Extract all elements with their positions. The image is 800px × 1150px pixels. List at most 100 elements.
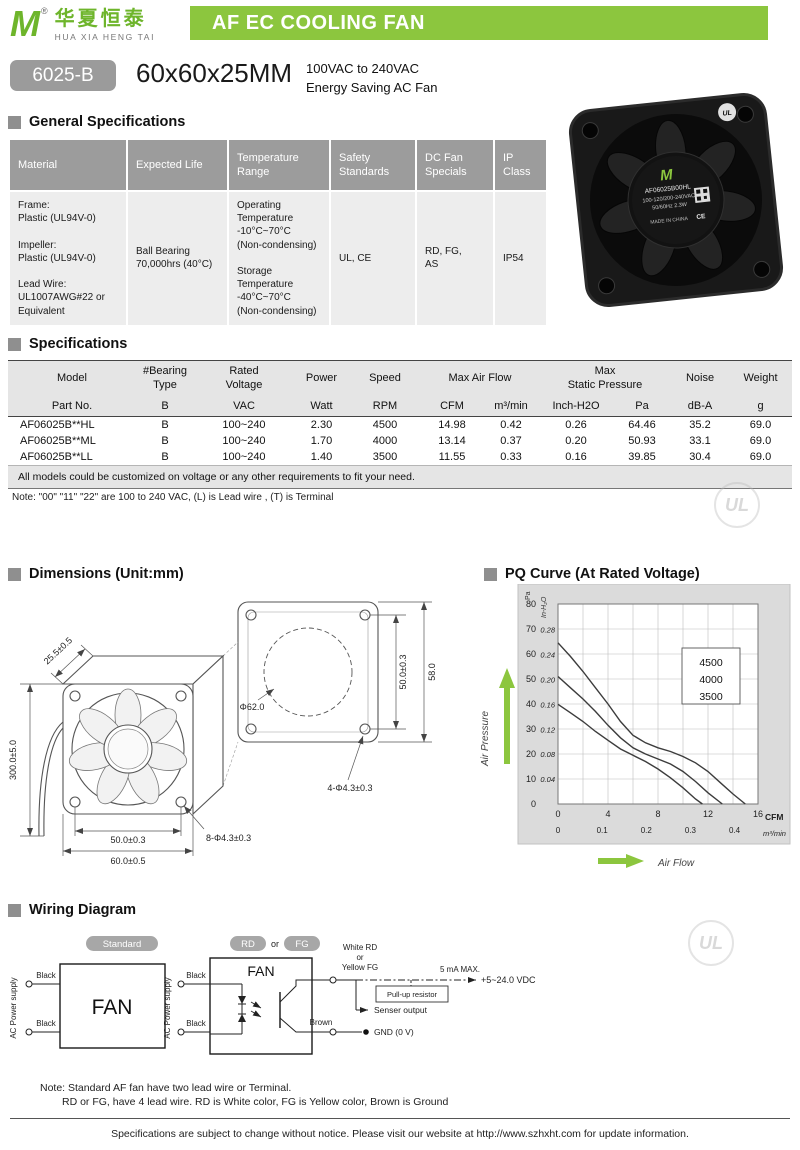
brand-chinese: 华夏恒泰 bbox=[54, 8, 147, 30]
section-marker-icon bbox=[8, 903, 21, 917]
u-dba: dB-A bbox=[671, 396, 729, 418]
spec-cell: 0.42 bbox=[500, 419, 522, 432]
u-vac: VAC bbox=[194, 396, 294, 418]
dim-hole-pitch: 50.0±0.3 bbox=[111, 835, 146, 845]
fan-product-photo: UL M AF06025B00HL 100-120/200-240VAC 50/… bbox=[568, 92, 784, 308]
spec-cell: 4500 bbox=[372, 419, 398, 432]
legend-label: 3500 bbox=[699, 691, 723, 703]
section-title-text: Wiring Diagram bbox=[29, 902, 137, 918]
white-rd-label: White RD bbox=[343, 943, 377, 952]
black-wire-label: Black bbox=[186, 1019, 207, 1028]
wiring-note-1: Note: Standard AF fan have two lead wire… bbox=[40, 1082, 292, 1094]
y-tick-pa: 40 bbox=[526, 699, 536, 709]
dimensions-drawing: 300.0±5.0 25.5±0.5 50.0±0.3 60.0±0.5 8-Φ… bbox=[8, 601, 437, 866]
flange-plate bbox=[237, 601, 379, 743]
rd-badge bbox=[230, 936, 266, 951]
col-ip-class: IP Class bbox=[493, 138, 548, 192]
wiring-diagram-title: Wiring Diagram bbox=[8, 902, 136, 918]
spec-cell: 2.30 bbox=[310, 419, 333, 432]
x-tick-m3min: 0.1 bbox=[597, 826, 609, 835]
spec-cell: 4000 bbox=[372, 435, 398, 448]
type-line: Energy Saving AC Fan bbox=[306, 79, 438, 95]
air-pressure-arrow-icon bbox=[499, 668, 515, 764]
black-wire-label: Black bbox=[36, 971, 57, 980]
y-tick-pa: 60 bbox=[526, 649, 536, 659]
specifications-table: Model #Bearing Type Rated Voltage Power … bbox=[8, 360, 792, 490]
spec-cell: AF06025B**ML bbox=[20, 435, 96, 448]
x-tick-m3min: 0.4 bbox=[729, 826, 741, 835]
col-dc-fan-specials: DC Fan Specials bbox=[415, 138, 495, 192]
registered-mark: ® bbox=[41, 6, 48, 16]
label-made-in: MADE IN CHINA bbox=[650, 216, 689, 226]
legend-label: 4500 bbox=[699, 657, 723, 669]
spec-cell: 39.85 bbox=[628, 451, 656, 464]
ul-watermark-text: UL bbox=[699, 932, 723, 953]
fan-label: M AF06025B00HL 100-120/200-240VAC 50/60H… bbox=[642, 166, 711, 226]
spec-cell: 1.70 bbox=[310, 435, 333, 448]
h-rated-voltage: Rated Voltage bbox=[194, 360, 294, 397]
logo-m-icon: M bbox=[10, 3, 40, 44]
label-ce-mark: CE bbox=[696, 213, 706, 221]
dim-holes-flange: 4-Φ4.3±0.3 bbox=[327, 783, 372, 793]
y1-unit-label: Pa bbox=[525, 591, 532, 600]
rdfg-wires bbox=[177, 976, 476, 1036]
label-voltage: 100-120/200-240VAC bbox=[642, 193, 695, 204]
ul-watermark-text: UL bbox=[725, 494, 749, 515]
ul-badge-text: UL bbox=[722, 110, 732, 118]
temperature-cell: Operating Temperature -10°C~70°C (Non-co… bbox=[227, 190, 331, 327]
general-body-row: Frame: Plastic (UL94V-0) Impeller: Plast… bbox=[8, 190, 548, 327]
u-m3min: m³/min bbox=[483, 396, 539, 418]
or-label: or bbox=[271, 939, 279, 949]
screw-hole-icon bbox=[598, 277, 616, 295]
h-speed: Speed bbox=[349, 360, 421, 397]
spec-note-row: All models could be customized on voltag… bbox=[8, 465, 792, 490]
x2-unit-label: m³/min bbox=[763, 829, 786, 838]
projection-lines bbox=[222, 641, 239, 787]
spec-cell: B bbox=[161, 419, 169, 432]
y-tick-inh2o: 0.04 bbox=[540, 775, 555, 784]
pq-curve-4000 bbox=[557, 675, 723, 805]
h-noise: Noise bbox=[671, 360, 729, 397]
x-tick-cfm: 12 bbox=[703, 809, 713, 819]
ul-badge-icon bbox=[718, 103, 737, 122]
general-specs-table: Material Expected Life Temperature Range… bbox=[8, 138, 548, 327]
section-marker-icon bbox=[484, 567, 497, 581]
u-inch-h2o: Inch-H2O bbox=[539, 396, 613, 418]
y-tick-inh2o: 0.12 bbox=[540, 725, 555, 734]
brand-block: 华夏恒泰 HUA XIA HENG TAI bbox=[55, 4, 155, 42]
screw-hole-icon bbox=[753, 260, 771, 278]
spec-cell: 100~240 bbox=[222, 419, 266, 432]
spec-cell: 69.0 bbox=[749, 419, 772, 432]
col-material: Material bbox=[8, 138, 128, 192]
spec-cell: 100~240 bbox=[222, 451, 266, 464]
spec-cell: 30.4 bbox=[689, 451, 711, 464]
black-wire-label: Black bbox=[186, 971, 207, 980]
dimension-lines bbox=[20, 601, 432, 856]
spec-cell: AF06025B**HL bbox=[20, 419, 95, 432]
general-specs-title: General Specifications bbox=[8, 114, 185, 130]
y-tick-pa: 0 bbox=[531, 799, 536, 809]
spec-note: All models could be customized on voltag… bbox=[8, 465, 792, 490]
y-tick-pa: 80 bbox=[526, 599, 536, 609]
h-power: Power bbox=[294, 360, 349, 397]
x-tick-cfm: 0 bbox=[555, 809, 560, 819]
section-title-text: Specifications bbox=[29, 336, 128, 352]
x-tick-cfm: 4 bbox=[605, 809, 610, 819]
legend-label: 4000 bbox=[699, 674, 723, 686]
senser-output-label: Senser output bbox=[374, 1005, 428, 1015]
rdfg-fan-box bbox=[209, 957, 313, 1055]
page-banner: AF EC COOLING FAN bbox=[190, 6, 768, 40]
screw-hole-icon bbox=[736, 105, 754, 123]
brand-english: HUA XIA HENG TAI bbox=[54, 32, 156, 42]
section-marker-icon bbox=[8, 337, 21, 351]
y-axis-label: Air Pressure bbox=[480, 711, 491, 767]
y-tick-inh2o: 0.16 bbox=[540, 700, 555, 709]
pullup-resistor-label: Pull-up resistor bbox=[387, 990, 438, 999]
curves bbox=[557, 642, 746, 805]
spec-cell: 0.37 bbox=[500, 435, 522, 448]
pq-curve-3500 bbox=[557, 703, 703, 805]
col-expected-life: Expected Life bbox=[126, 138, 229, 192]
ma-max-label: 5 mA MAX. bbox=[440, 965, 480, 974]
ul-watermark: UL bbox=[714, 482, 760, 528]
